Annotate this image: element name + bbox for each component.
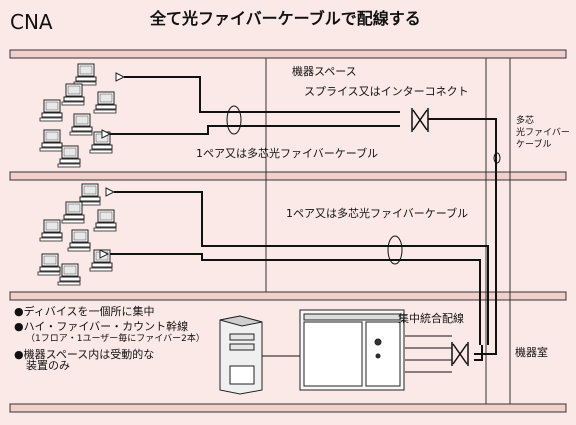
- patch-rack-icon: [299, 309, 405, 391]
- floor-slab-bottom: [9, 403, 567, 413]
- workstation-icon: [39, 129, 63, 152]
- bundle-marker-floor2: [387, 235, 403, 265]
- centralized-wiring-label: 集中統合配線: [398, 312, 464, 325]
- workstation-icon: [77, 183, 101, 206]
- splice-point: [411, 108, 429, 132]
- notes-list: ●ディバイスを一個所に集中 ●ハイ・ファイバー・カウント幹線 （1フロア・1ユー…: [14, 305, 205, 373]
- note-fiber-backbone: ●ハイ・ファイバー・カウント幹線: [14, 320, 189, 334]
- riser-drop-a: [474, 345, 483, 361]
- equipment-room-label: 機器室: [515, 346, 548, 359]
- rack-patch-lines: [262, 335, 452, 373]
- floor2-cable-b: [108, 253, 481, 345]
- floor1-cable-a: [124, 76, 400, 113]
- bundle-marker-riser: [493, 152, 501, 164]
- page-title: 全て光ファイバーケーブルで配線する: [150, 9, 421, 28]
- floor2-cable-a: [114, 191, 489, 345]
- splice-label: スプライス又はインターコネクト: [304, 85, 469, 98]
- riser-cable-floor1: [428, 118, 497, 345]
- multicore-label-1: 多芯: [516, 116, 535, 126]
- note-fiber-backbone-detail: （1フロア・1ユーザー毎にファイバー2本）: [26, 334, 205, 345]
- outlet-icon: [105, 187, 116, 197]
- workstation-icon: [67, 229, 91, 252]
- workstation-icon: [57, 145, 81, 168]
- equipment-room-cross-connect: [451, 342, 469, 366]
- workstation-icon: [73, 63, 97, 86]
- fiber-cables: [108, 76, 497, 361]
- outlet-icon: [115, 72, 126, 82]
- workstation-icon: [93, 209, 117, 232]
- workstation-icon: [93, 91, 117, 114]
- floor-slab-top: [9, 49, 567, 59]
- multicore-label-2: 光ファイバー: [516, 128, 570, 138]
- risers: [265, 58, 511, 404]
- floor-slab-lower: [9, 291, 567, 301]
- floor1-cable-b: [110, 125, 400, 135]
- equipment-space-label: 機器スペース: [292, 65, 357, 78]
- workstation-icon: [61, 201, 85, 224]
- fiber-cable-label-floor2: 1ペア又は多芯光ファイバーケーブル: [286, 207, 469, 220]
- bundle-markers: [226, 105, 501, 265]
- outlet-icon: [99, 249, 110, 259]
- floor-slab-middle: [9, 171, 567, 181]
- server-tower-icon: [219, 315, 263, 395]
- floor-slabs: [9, 49, 567, 413]
- workstation-icon: [61, 83, 85, 106]
- workstation-icon: [57, 263, 81, 286]
- fiber-cable-label-floor1: 1ペア又は多芯光ファイバーケーブル: [196, 147, 379, 160]
- outlet-icon: [101, 129, 112, 139]
- workstation-icon: [37, 253, 61, 276]
- note-centralize: ●ディバイスを一個所に集中: [14, 305, 155, 318]
- workstation-icon: [39, 219, 63, 242]
- multicore-label-3: ケーブル: [516, 140, 552, 150]
- note-passive-devices-cont: 装置のみ: [26, 359, 70, 373]
- page-label: CNA: [10, 10, 53, 34]
- note-passive-devices: ●機器スペース内は受動的な: [14, 348, 155, 362]
- riser-drop-b: [474, 345, 497, 355]
- workstation-group: [37, 63, 126, 286]
- workstation-icon: [39, 99, 63, 122]
- bundle-marker-floor1: [226, 105, 242, 135]
- workstation-icon: [69, 113, 93, 136]
